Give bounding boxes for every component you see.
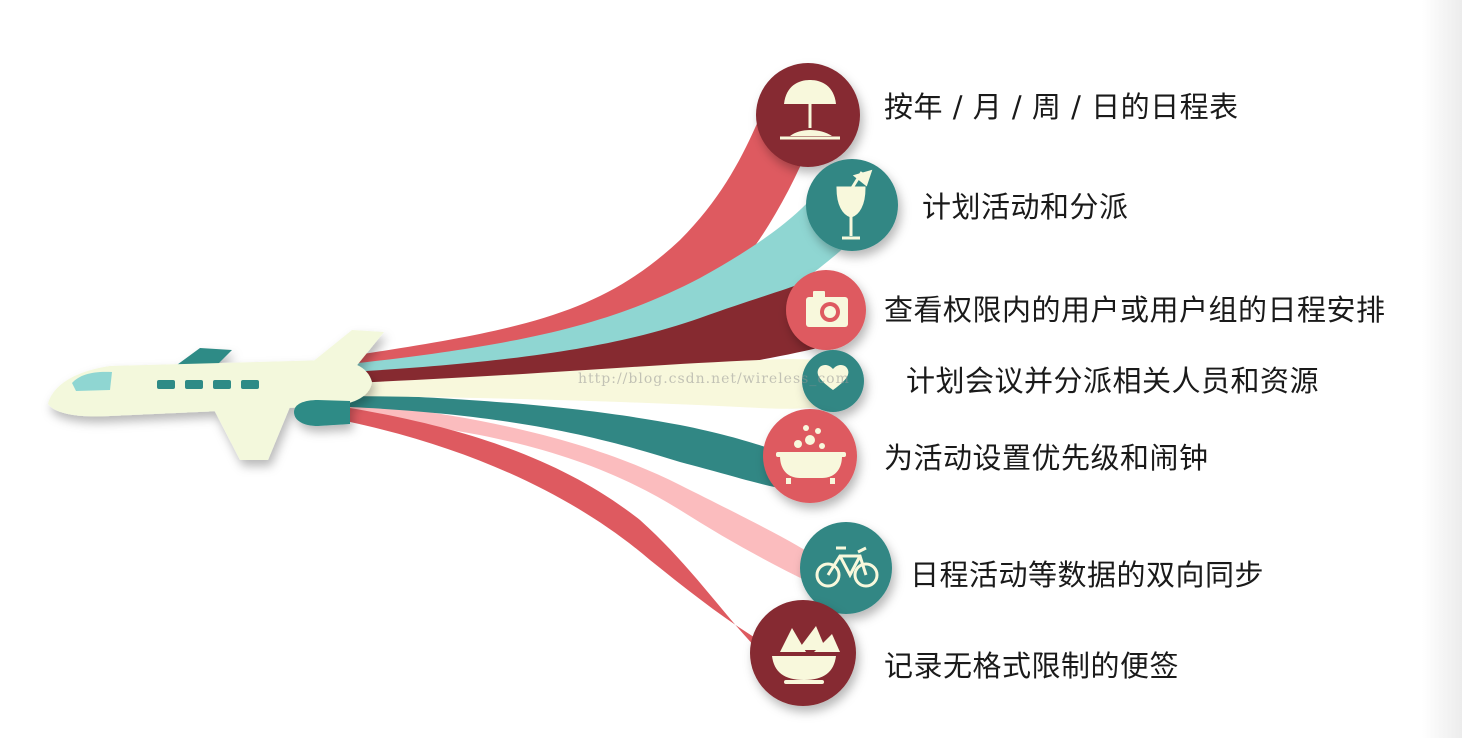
band-3 <box>350 282 830 389</box>
right-edge-shadow <box>1422 0 1462 738</box>
cocktail-glass-icon <box>836 169 873 240</box>
airplane-window <box>241 380 259 389</box>
feature-label-7: 记录无格式限制的便签 <box>884 649 1180 683</box>
airplane-window <box>157 380 175 389</box>
feature-label-2: 计划活动和分派 <box>922 190 1129 224</box>
heart-icon <box>817 364 849 390</box>
airplane-engine <box>294 400 350 426</box>
feature-label-6: 日程活动等数据的双向同步 <box>910 558 1265 592</box>
bicycle-icon <box>815 546 879 588</box>
airplane-lower-wing <box>210 402 292 460</box>
feature-label-3: 查看权限内的用户或用户组的日程安排 <box>884 293 1386 327</box>
camera-icon <box>806 291 848 327</box>
beach-umbrella-icon <box>780 80 840 140</box>
feature-circle-7 <box>750 600 856 706</box>
feature-label-1: 按年 / 月 / 周 / 日的日程表 <box>884 90 1239 124</box>
feature-label-5: 为活动设置优先级和闹钟 <box>884 441 1209 475</box>
airplane <box>48 330 384 460</box>
feature-circle-1 <box>756 63 860 167</box>
airplane-window <box>213 380 231 389</box>
airplane-window <box>185 380 203 389</box>
nachos-bowl-icon <box>772 626 840 684</box>
bathtub-icon <box>776 425 846 484</box>
band-4 <box>350 359 836 409</box>
airplane-cockpit-window <box>72 371 112 391</box>
feature-label-4: 计划会议并分派相关人员和资源 <box>906 364 1320 398</box>
band-5 <box>350 394 790 490</box>
watermark: http://blog.csdn.net/wireless_com <box>578 371 850 387</box>
